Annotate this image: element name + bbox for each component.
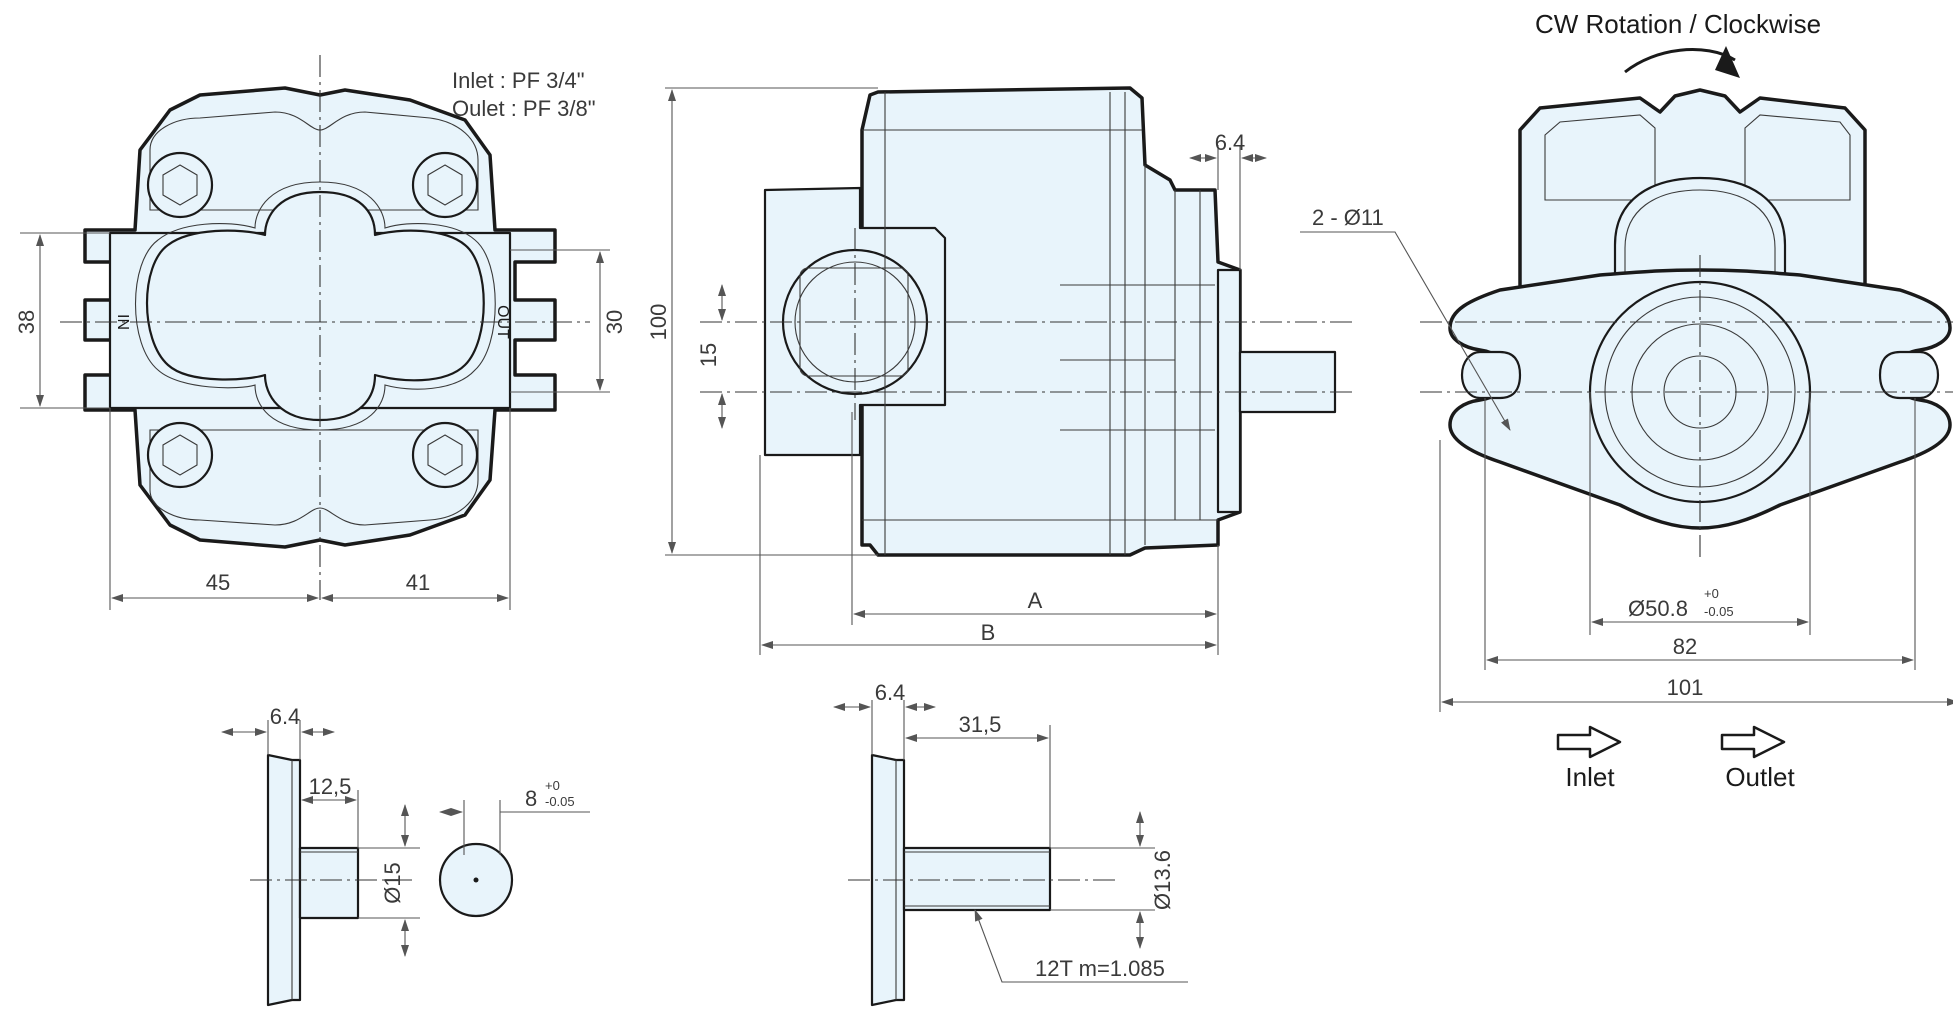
inlet-spec: Inlet : PF 3/4" bbox=[452, 68, 585, 93]
dim-side-port-offset: 15 bbox=[696, 343, 721, 367]
splined-shaft-detail bbox=[833, 700, 1188, 1007]
inlet-arrow-icon bbox=[1556, 725, 1622, 759]
dim-keyed-key: 8 bbox=[525, 786, 537, 811]
dim-front-height-right: 30 bbox=[602, 310, 627, 334]
rotation-arrowhead-icon bbox=[1715, 46, 1740, 78]
bolt-icon bbox=[146, 421, 214, 489]
dim-rear-pilot-tol-upper: +0 bbox=[1704, 586, 1719, 601]
dim-keyed-flange: 6.4 bbox=[270, 704, 301, 729]
dim-keyed-dia: Ø15 bbox=[380, 862, 405, 904]
legend-inlet: Inlet bbox=[1565, 762, 1615, 792]
spline-spec: 12T m=1.085 bbox=[1035, 956, 1165, 981]
dim-keyed-tol-upper: +0 bbox=[545, 778, 560, 793]
dim-front-height-left: 38 bbox=[14, 310, 39, 334]
flow-legend bbox=[1556, 725, 1786, 759]
dim-keyed-tol-lower: -0.05 bbox=[545, 794, 575, 809]
dim-front-width-left: 45 bbox=[206, 570, 230, 595]
bolt-icon bbox=[411, 421, 479, 489]
dim-splined-length: 31,5 bbox=[959, 712, 1002, 737]
dim-side-b: B bbox=[981, 620, 996, 645]
dim-rear-overall-width: 101 bbox=[1667, 675, 1704, 700]
dim-side-a: A bbox=[1028, 588, 1043, 613]
dim-rear-bolt-spacing: 82 bbox=[1673, 634, 1697, 659]
outlet-arrow-icon bbox=[1720, 725, 1786, 759]
dim-side-flange: 6.4 bbox=[1215, 130, 1246, 155]
rear-view bbox=[1300, 46, 1953, 712]
outlet-spec: Oulet : PF 3/8" bbox=[452, 96, 596, 121]
rotation-label: CW Rotation / Clockwise bbox=[1535, 9, 1821, 39]
port-tag-out: OUT bbox=[494, 305, 511, 339]
dim-splined-dia: Ø13.6 bbox=[1150, 850, 1175, 910]
bolt-icon bbox=[411, 151, 479, 219]
dim-side-overall-height: 100 bbox=[646, 304, 671, 341]
dim-rear-pilot-dia: Ø50.8 bbox=[1628, 596, 1688, 621]
dim-rear-pilot-tol-lower: -0.05 bbox=[1704, 604, 1734, 619]
bolt-icon bbox=[146, 151, 214, 219]
dim-front-width-right: 41 bbox=[406, 570, 430, 595]
keyed-shaft-detail bbox=[221, 720, 590, 1007]
dim-rear-mount-holes: 2 - Ø11 bbox=[1312, 205, 1384, 230]
dim-keyed-length: 12,5 bbox=[309, 774, 352, 799]
port-tag-in: IN bbox=[114, 314, 131, 330]
dim-splined-flange: 6.4 bbox=[875, 680, 906, 705]
front-view bbox=[20, 55, 610, 610]
legend-outlet: Outlet bbox=[1725, 762, 1795, 792]
side-view bbox=[665, 86, 1355, 655]
